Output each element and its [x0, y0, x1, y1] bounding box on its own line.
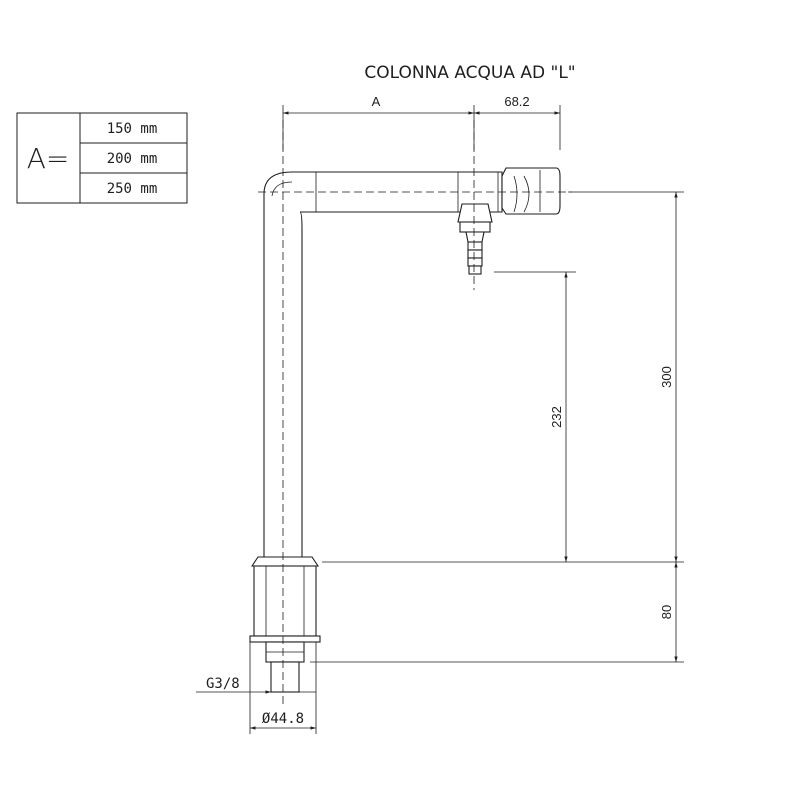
lock-washer — [249, 635, 321, 643]
size-option-200: 200 mm — [107, 151, 158, 167]
nozzle-height-label: 232 — [549, 406, 564, 428]
water-column-body — [249, 167, 561, 693]
nozzle-height-dimension: 232 — [494, 271, 576, 562]
inlet-pipe — [270, 661, 300, 693]
drawing-title: COLONNA ACQUA AD "L" — [364, 63, 575, 83]
hose-nozzle — [457, 203, 493, 275]
base-height-label: 80 — [659, 605, 674, 619]
threaded-base — [253, 565, 317, 637]
size-table: A= 150 mm 200 mm 250 mm — [16, 112, 188, 204]
overall-height-dimension: 300 — [322, 191, 684, 563]
reach-dimension-label: 68.2 — [504, 94, 529, 109]
size-option-150: 150 mm — [107, 121, 158, 137]
overall-height-label: 300 — [659, 366, 674, 388]
collar-flange — [250, 556, 320, 567]
base-height-dimension: 80 — [310, 562, 684, 663]
size-option-250: 250 mm — [107, 181, 158, 197]
size-table-key: A= — [27, 142, 70, 175]
diameter-dimension: Ø44.8 — [249, 642, 317, 734]
diameter-label: Ø44.8 — [262, 711, 304, 727]
a-dimension-label: A — [372, 94, 381, 109]
centre-lines — [258, 120, 572, 705]
handle-knob — [501, 167, 561, 215]
top-dimensions: A 68.2 — [282, 94, 561, 150]
thread-label: G3/8 — [206, 676, 240, 692]
size-table-frame — [16, 112, 188, 204]
thread-dimension: G3/8 — [196, 676, 316, 694]
